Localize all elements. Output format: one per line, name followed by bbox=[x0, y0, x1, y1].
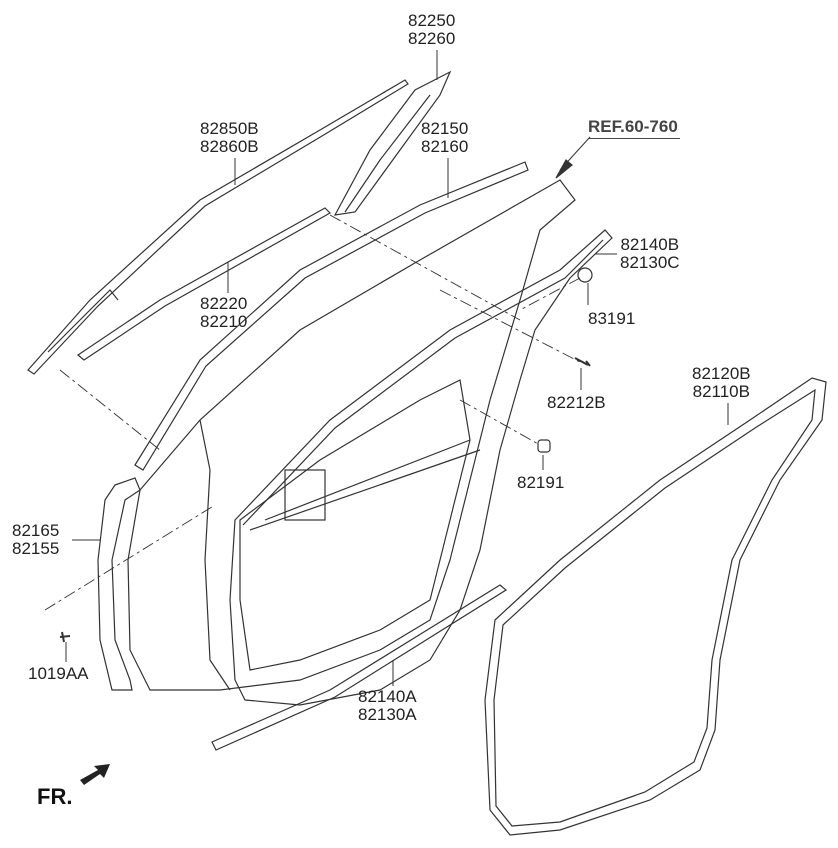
window-molding-82850b bbox=[27, 79, 409, 375]
part-number: 82140B bbox=[620, 235, 680, 254]
frame-molding-82150 bbox=[134, 161, 529, 471]
part-number: 82191 bbox=[517, 473, 565, 492]
part-number: 82130C bbox=[620, 253, 680, 272]
label-83191: 83191 bbox=[588, 310, 635, 328]
part-number: 82260 bbox=[408, 29, 456, 48]
weatherstrip-82140b bbox=[229, 229, 613, 706]
front-garnish-82165 bbox=[97, 477, 141, 691]
part-number: 82250 bbox=[408, 11, 456, 30]
part-number: 82850B bbox=[200, 119, 259, 138]
part-number: 82140A bbox=[358, 687, 417, 706]
part-number: 82860B bbox=[200, 137, 259, 156]
part-number: 82160 bbox=[421, 137, 469, 156]
reference-label: REF.60-760 bbox=[588, 117, 680, 139]
door-panel bbox=[127, 179, 576, 691]
front-indicator: FR. bbox=[37, 784, 73, 809]
part-number: 1019AA bbox=[28, 664, 89, 683]
bolt-1019aa bbox=[59, 631, 71, 643]
part-number: 82130A bbox=[358, 705, 417, 724]
ref-arrowhead bbox=[555, 159, 573, 179]
clip-82191 bbox=[537, 439, 551, 453]
part-number: 83191 bbox=[588, 309, 636, 328]
part-number: 82120B bbox=[692, 364, 751, 383]
assembly-lines bbox=[44, 214, 581, 611]
part-number: 82220 bbox=[200, 294, 248, 313]
label-1019aa: 1019AA bbox=[28, 665, 89, 683]
label-82212b: 82212B bbox=[547, 394, 606, 412]
leader-lines bbox=[65, 50, 729, 686]
belt-molding-82220 bbox=[77, 207, 331, 361]
part-number: 82165 bbox=[12, 521, 60, 540]
grommet-83191 bbox=[577, 267, 593, 283]
screw-82212b bbox=[574, 357, 591, 367]
pillar-garnish-82250 bbox=[333, 70, 452, 216]
part-number: 82212B bbox=[547, 393, 606, 412]
part-number: 82155 bbox=[12, 539, 60, 558]
part-number: 82110B bbox=[692, 382, 750, 401]
part-number: 82210 bbox=[200, 312, 248, 331]
part-number: 82150 bbox=[421, 119, 469, 138]
body-weatherstrip-82120b bbox=[484, 377, 827, 836]
front-arrow-icon bbox=[80, 764, 110, 785]
lower-weatherstrip-82140a bbox=[211, 584, 508, 751]
label-82191: 82191 bbox=[517, 474, 564, 492]
